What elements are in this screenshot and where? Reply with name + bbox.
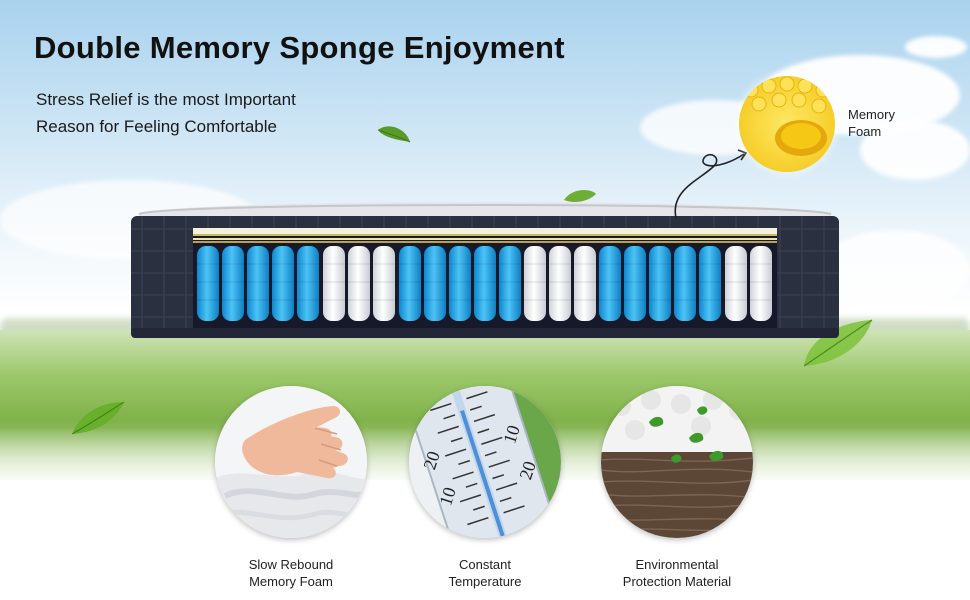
feature-caption-line: Constant [458,557,512,572]
cloud [820,230,970,310]
feature-caption-line: Protection Material [622,574,732,589]
callout-arrow [674,149,748,219]
feature-caption-line: Memory Foam [249,574,333,589]
memory-foam-label-line: Memory [848,107,895,122]
leaf-icon [803,319,873,367]
constant-temperature-image: 20 10 10 20 [409,386,561,538]
cloud [905,36,967,58]
mattress-cross-section [131,202,839,338]
environmental-material-image [601,386,753,538]
cloud [860,120,970,180]
subtitle-line: Reason for Feeling Comfortable [36,117,277,136]
memory-foam-label: Memory Foam [848,106,895,140]
pocket-coils [197,246,772,321]
feature-caption: Constant Temperature [395,556,575,590]
feature-caption: Slow Rebound Memory Foam [201,556,381,590]
memory-foam-image [739,76,835,172]
memory-foam-label-line: Foam [848,124,882,139]
natural-fiber-icon [601,386,753,538]
feature-caption-line: Slow Rebound [248,557,334,572]
leaf-icon [377,126,411,143]
hand-pressing-foam-icon [215,386,367,538]
slow-rebound-image [215,386,367,538]
feature-caption-line: Temperature [448,574,522,589]
feature-caption-line: Environmental [635,557,719,572]
feature-caption: Environmental Protection Material [587,556,767,590]
leaf-icon [71,401,125,435]
subtitle-line: Stress Relief is the most Important [36,90,296,109]
subtitle: Stress Relief is the most Important Reas… [36,86,296,140]
thermometer-icon [409,386,561,538]
page-title: Double Memory Sponge Enjoyment [34,30,565,65]
leaf-icon [564,190,596,202]
